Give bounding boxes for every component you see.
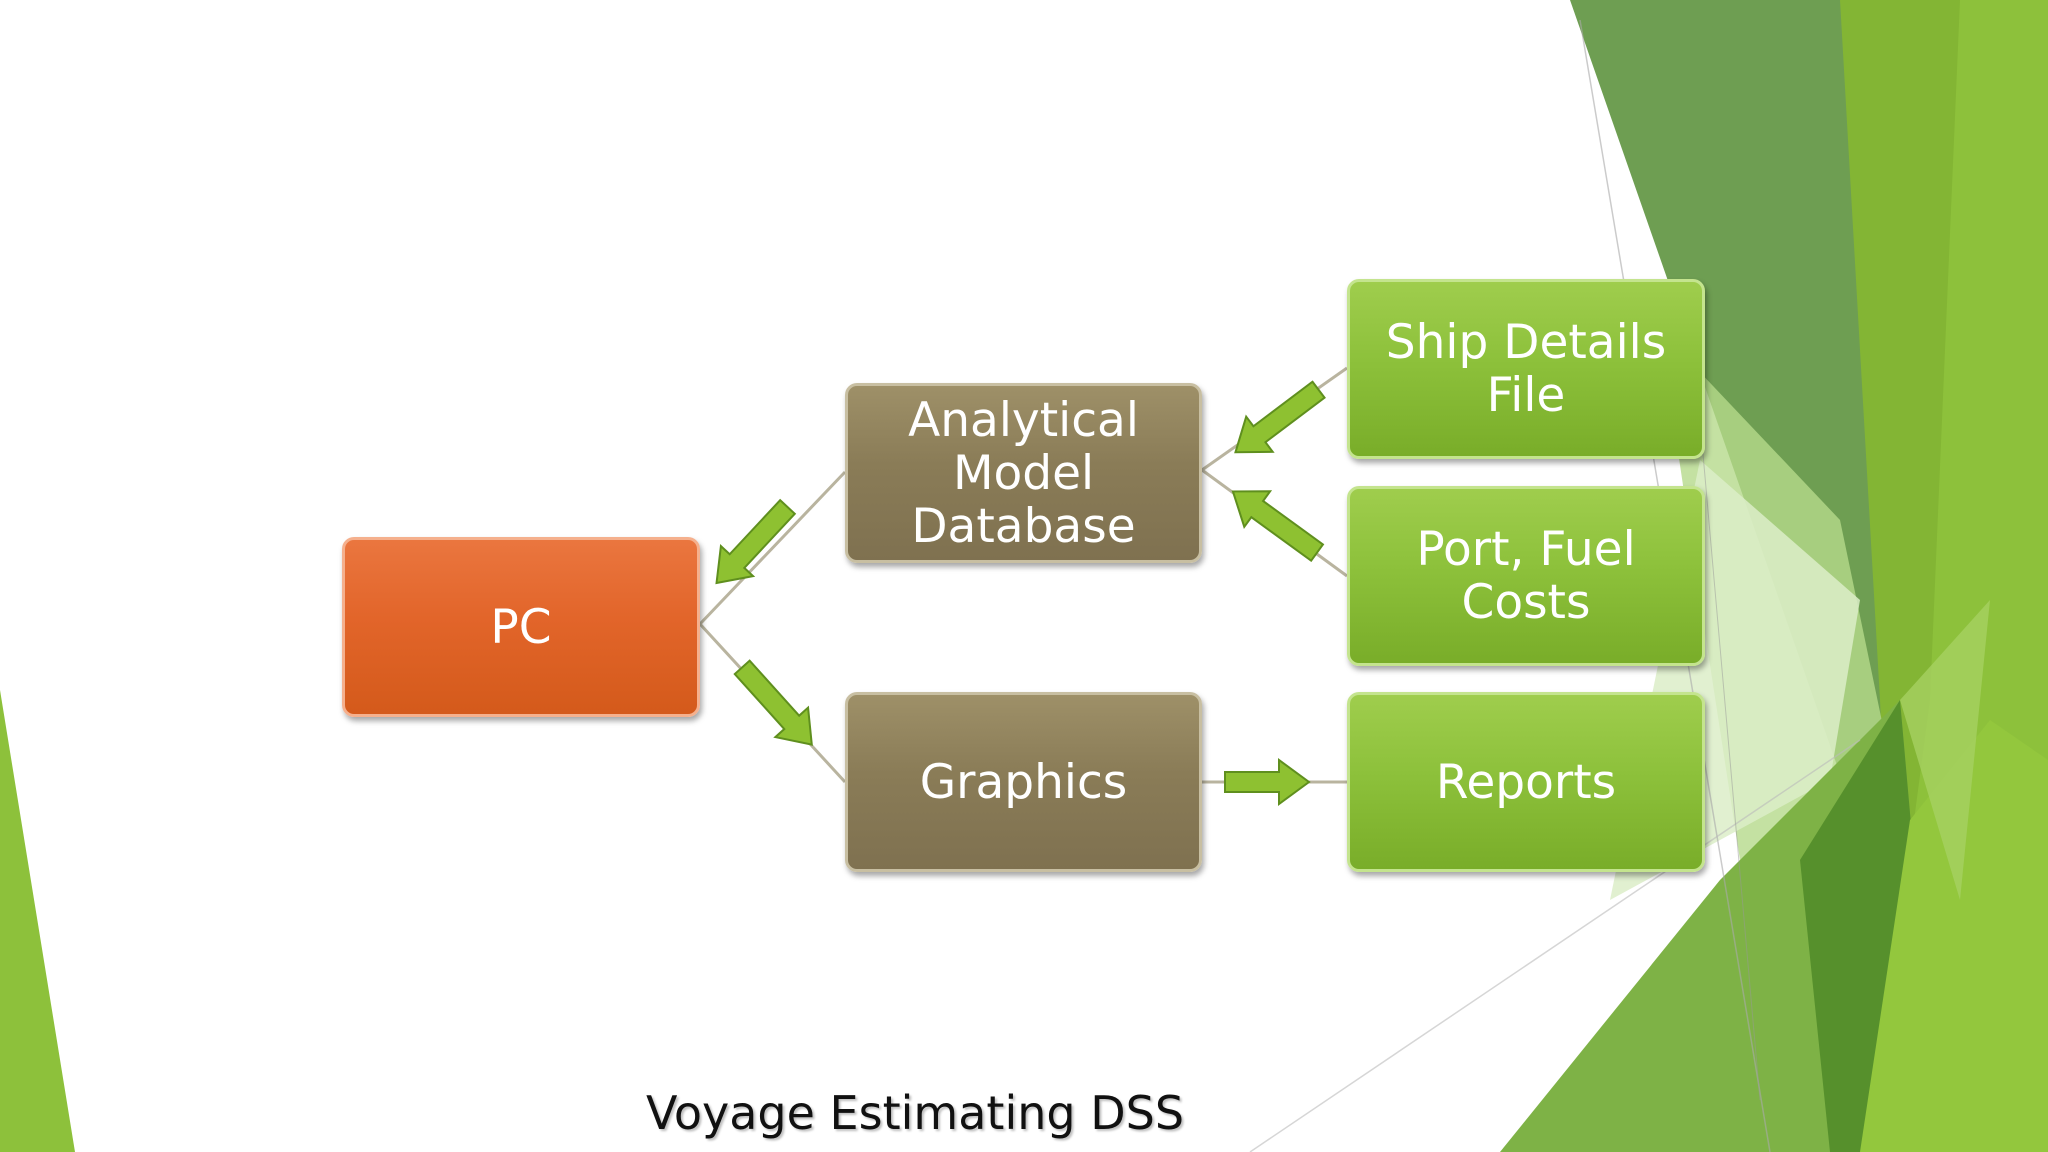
node-port-fuel-costs: Port, Fuel Costs <box>1347 486 1705 666</box>
node-reports: Reports <box>1347 692 1705 872</box>
arrow-graphics-to-reports <box>1224 758 1311 806</box>
arrow-ship-to-amd <box>1234 380 1326 454</box>
arrow-amd-to-pc <box>715 498 797 585</box>
facet-light-lower <box>1900 600 1990 900</box>
node-ship-details-file: Ship Details File <box>1347 279 1705 459</box>
slide-caption: Voyage Estimating DSS <box>645 1086 1185 1140</box>
arrow-pc-to-graphics <box>733 659 813 746</box>
connector-pc-to-amd <box>698 470 847 626</box>
node-graphics: Graphics <box>845 692 1202 872</box>
facet-lower-bright <box>1860 720 2048 1152</box>
node-analytical-model-database: Analytical Model Database <box>845 383 1202 563</box>
arrow-port-to-amd <box>1231 490 1325 563</box>
left-green-accent <box>0 690 75 1152</box>
node-pc: PC <box>342 537 700 717</box>
